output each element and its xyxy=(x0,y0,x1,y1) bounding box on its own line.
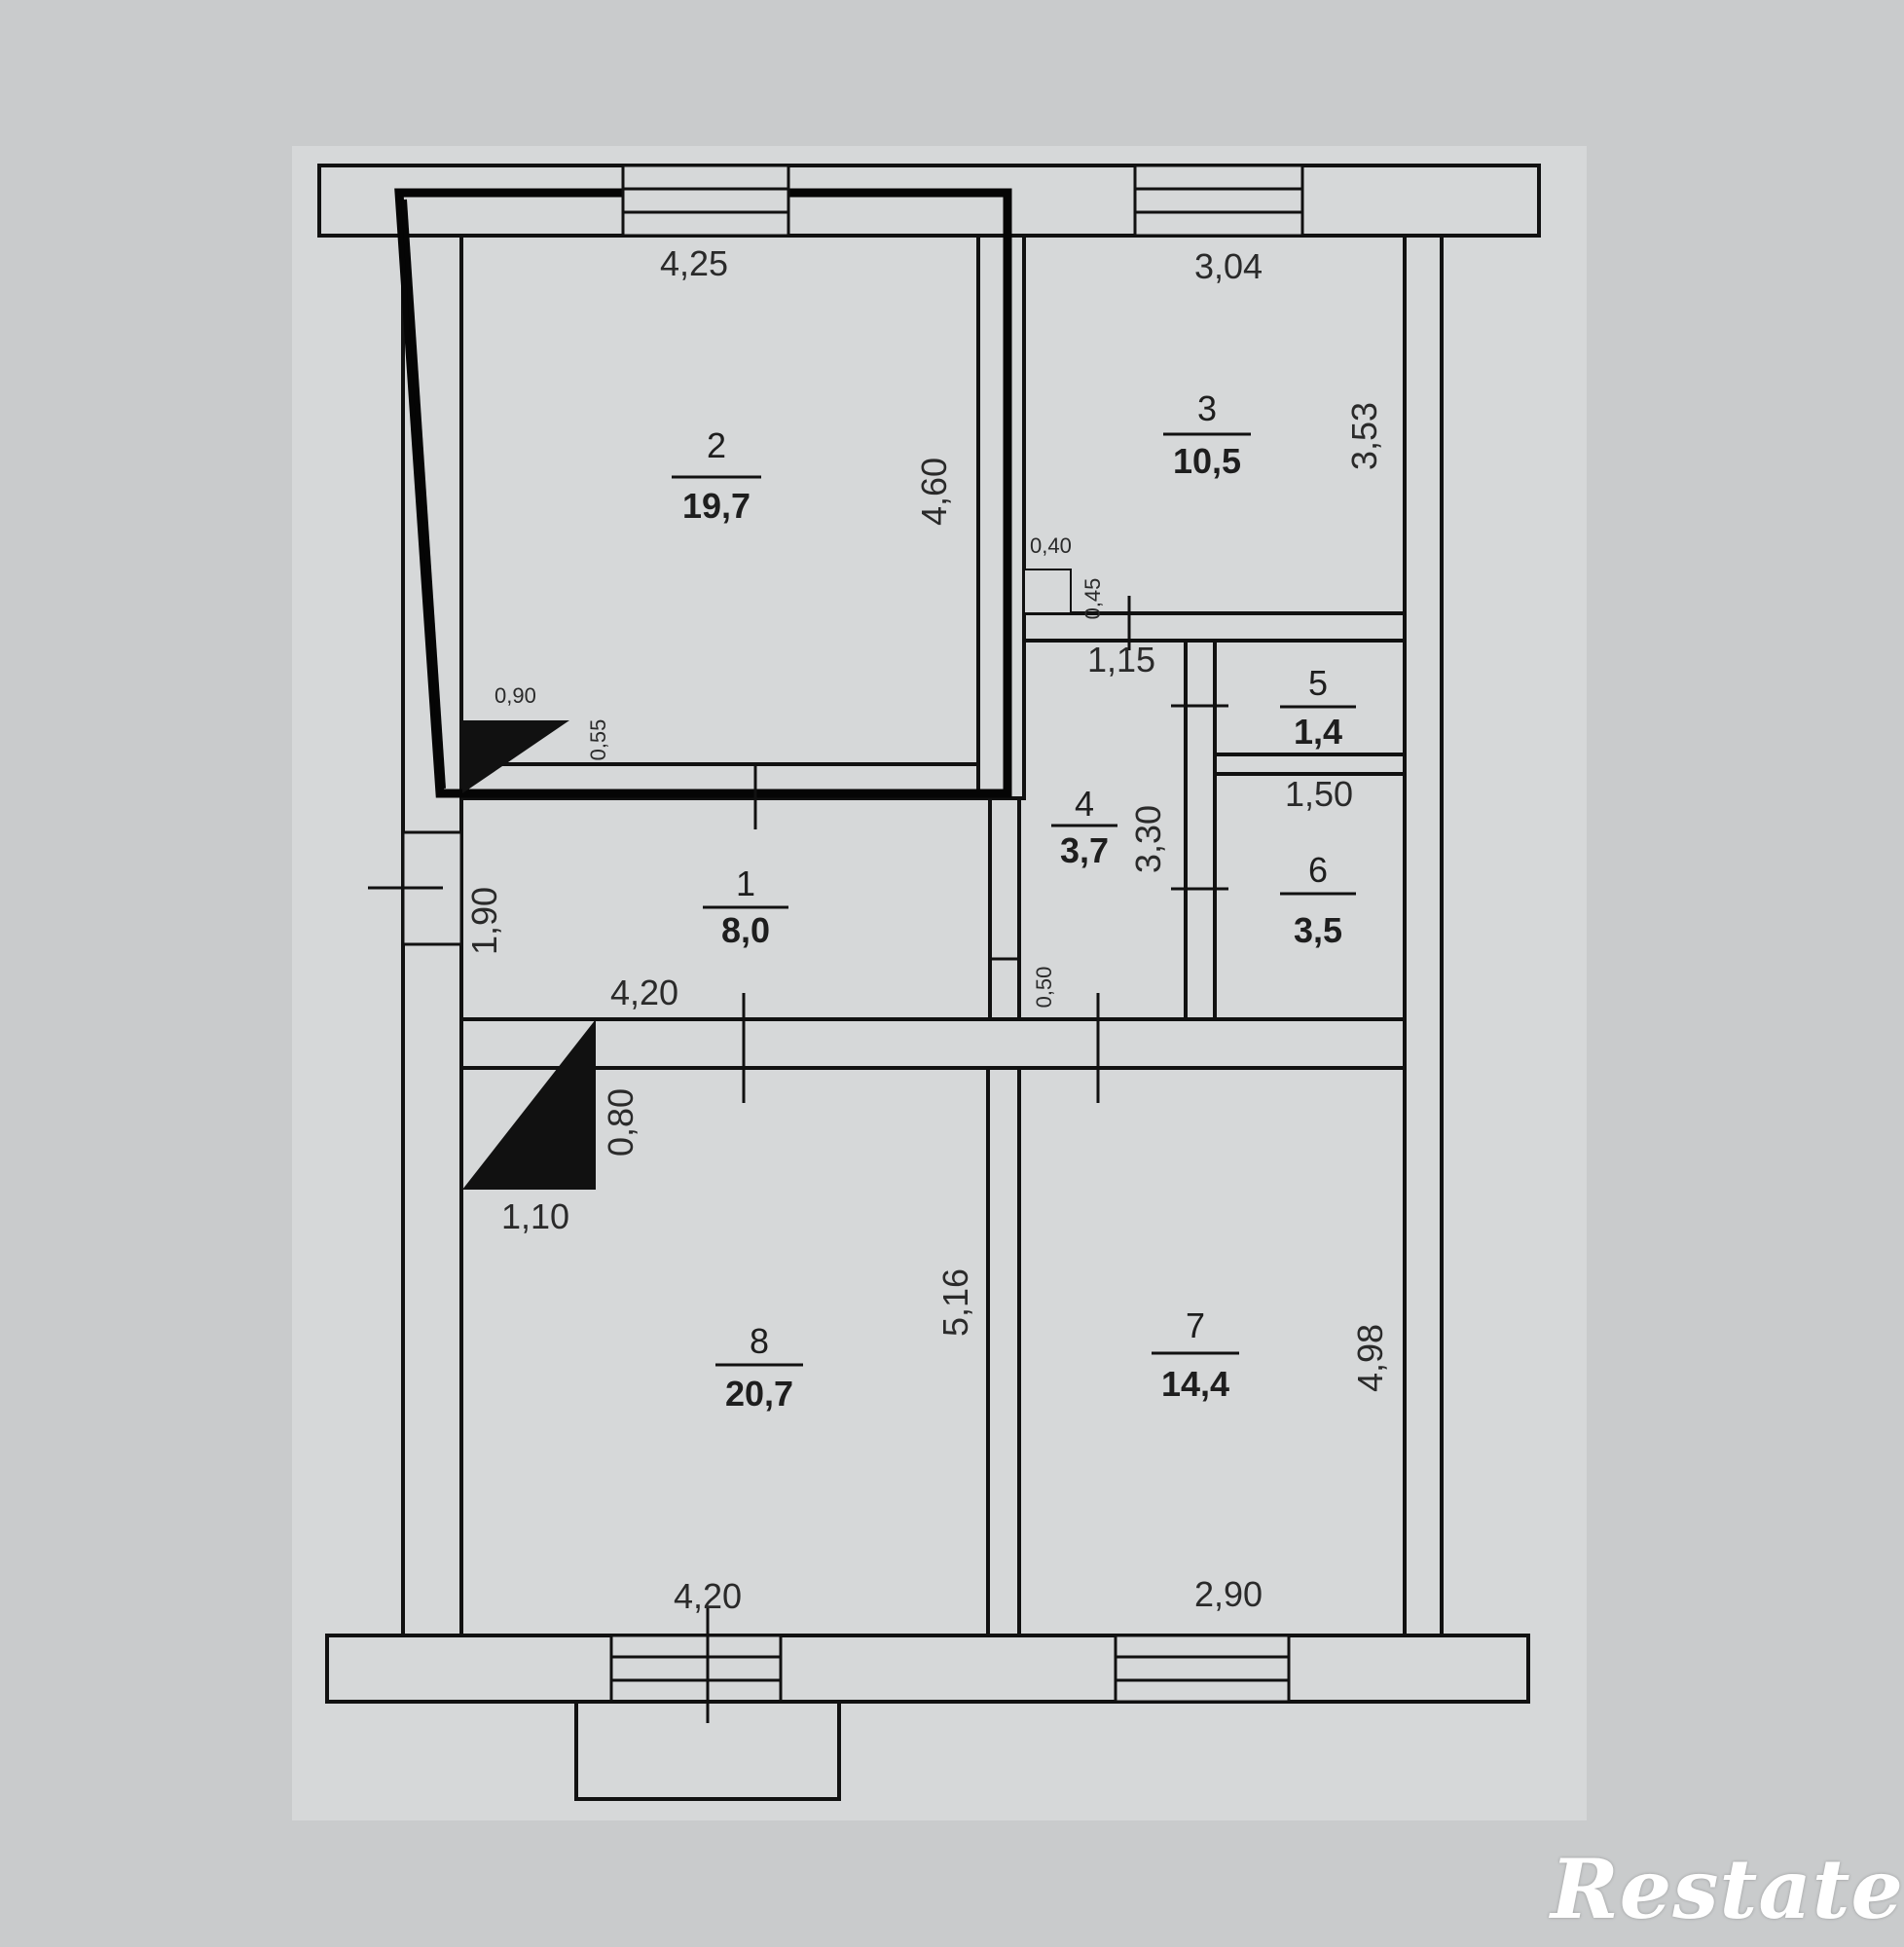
dim-4-98: 4,98 xyxy=(1350,1324,1390,1392)
vent-shaft-upper xyxy=(462,720,569,793)
room-label-5: 5 1,4 xyxy=(1280,663,1356,752)
room-label-7: 7 14,4 xyxy=(1152,1305,1239,1404)
partition-room2-room3 xyxy=(976,234,1026,800)
niche xyxy=(1023,569,1072,614)
room-number: 8 xyxy=(750,1321,769,1361)
dim-0-45: 0,45 xyxy=(1080,578,1105,620)
windows-bottom xyxy=(609,1634,1291,1704)
dim-3-04: 3,04 xyxy=(1194,246,1263,286)
dim-0-90: 0,90 xyxy=(494,683,536,708)
wall-room3-bottom xyxy=(1022,611,1407,643)
dim-2-90: 2,90 xyxy=(1194,1574,1263,1614)
room-area: 20,7 xyxy=(725,1374,793,1414)
room-label-4: 4 3,7 xyxy=(1051,784,1117,870)
room-label-6: 6 3,5 xyxy=(1280,850,1356,950)
room-area: 1,4 xyxy=(1294,712,1342,752)
bottom-wall xyxy=(325,1634,1530,1704)
dim-1-15: 1,15 xyxy=(1087,640,1155,680)
vent-shaft-lower xyxy=(462,1019,596,1190)
room-number: 5 xyxy=(1308,663,1328,703)
room-number: 1 xyxy=(736,863,755,903)
room2-outline-slant xyxy=(401,199,446,790)
dim-4-25: 4,25 xyxy=(660,243,728,283)
dim-0-55: 0,55 xyxy=(586,719,610,761)
room2-outline xyxy=(394,188,1012,798)
window-top-right xyxy=(1133,164,1304,238)
room-area: 8,0 xyxy=(721,910,770,950)
room-label-8: 8 20,7 xyxy=(715,1321,803,1414)
restate-logo: Restate xyxy=(1550,1841,1904,1937)
dim-0-40: 0,40 xyxy=(1030,533,1072,558)
dim-5-16: 5,16 xyxy=(935,1268,975,1337)
window-top-left xyxy=(621,164,790,238)
window-bottom-right xyxy=(1114,1634,1291,1704)
windows-top xyxy=(621,164,1304,238)
room-label-1: 1 8,0 xyxy=(703,863,788,950)
room-number: 7 xyxy=(1186,1305,1205,1345)
plan-paper xyxy=(292,146,1587,1820)
entrance-door xyxy=(368,830,463,946)
room-number: 2 xyxy=(707,425,726,465)
dim-3-53: 3,53 xyxy=(1344,402,1384,470)
top-wall xyxy=(317,164,1541,238)
room-area: 3,7 xyxy=(1060,830,1109,870)
dim-0-50: 0,50 xyxy=(1032,967,1056,1009)
partition-room4-room5 xyxy=(1184,639,1217,1021)
dim-4-60: 4,60 xyxy=(914,458,954,526)
room-area: 14,4 xyxy=(1161,1364,1229,1404)
partition-room1-room4 xyxy=(988,796,1021,1021)
dim-0-80: 0,80 xyxy=(601,1088,641,1157)
room-label-3: 3 10,5 xyxy=(1163,388,1251,481)
room-area: 19,7 xyxy=(682,486,751,526)
wall-room5-room6 xyxy=(1213,753,1407,776)
dim-1-10: 1,10 xyxy=(501,1196,569,1236)
dim-1-50: 1,50 xyxy=(1285,774,1353,814)
room-label-2: 2 19,7 xyxy=(672,425,761,526)
dim-3-30: 3,30 xyxy=(1128,805,1168,873)
room-number: 3 xyxy=(1197,388,1217,428)
room-number: 4 xyxy=(1075,784,1094,824)
right-wall xyxy=(1403,234,1444,1637)
room-number: 6 xyxy=(1308,850,1328,890)
partition-lower xyxy=(986,1066,1021,1637)
room-area: 3,5 xyxy=(1294,910,1342,950)
dim-4-20-bottom: 4,20 xyxy=(674,1576,742,1616)
door-marks xyxy=(742,596,1228,1103)
room-area: 10,5 xyxy=(1173,441,1241,481)
window-bottom-left xyxy=(609,1634,783,1704)
walls xyxy=(317,164,1541,1704)
middle-wall xyxy=(459,1017,1407,1070)
dim-1-90: 1,90 xyxy=(464,887,504,955)
dim-4-20-top: 4,20 xyxy=(610,973,678,1012)
